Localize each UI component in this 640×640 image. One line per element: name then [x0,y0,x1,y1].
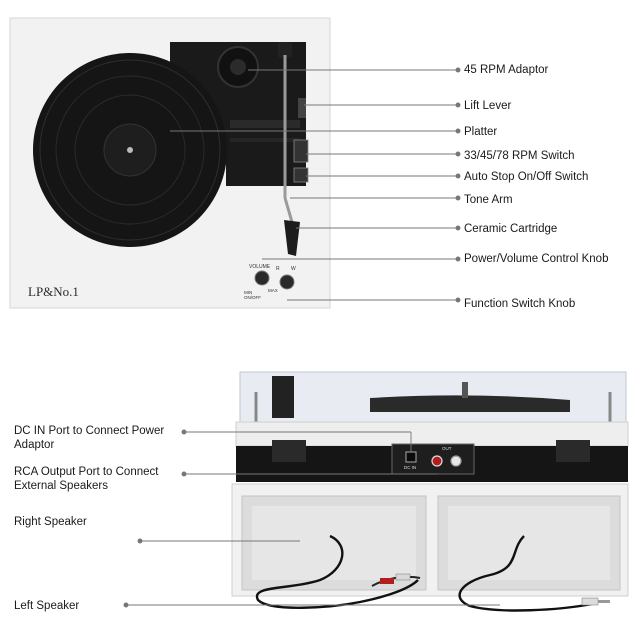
label-lift-lever: Lift Lever [464,100,512,112]
dc-in-mark: DC IN [404,465,416,470]
platter-side [370,395,570,412]
label-platter: Platter [464,126,498,138]
speaker-plug [581,597,599,606]
max-mark: MAX [268,288,278,293]
label-ceramic-cartridge: Ceramic Cartridge [464,223,558,235]
label-tone-arm: Tone Arm [464,194,513,206]
label-dc-in-port: DC IN Port to Connect Power Adaptor [14,425,165,451]
bottom-leader-lines [123,429,500,608]
rca-plug-white [395,573,411,581]
onoff-mark: ON/OFF [244,295,261,300]
top-leader-lines [170,67,461,303]
label-rca-output-port: RCA Output Port to Connect External Spea… [14,466,159,492]
label-auto-stop-switch: Auto Stop On/Off Switch [464,171,589,183]
left-speaker-cable [458,535,593,612]
label-right-speaker: Right Speaker [14,516,87,528]
function-left-mark: R [276,266,280,272]
dc-in-port [405,451,417,463]
label-45rpm-adaptor: 45 RPM Adaptor [464,64,549,76]
rear-view: DC IN OUT [231,371,629,612]
rca-red-port [431,455,443,467]
rca-white-port [450,455,462,467]
label-function-switch-knob: Function Switch Knob [464,298,576,310]
label-rpm-switch: 33/45/78 RPM Switch [464,150,575,162]
spindle [127,147,133,153]
right-speaker-cable [255,534,419,609]
function-switch-knob [279,274,295,290]
ceramic-cartridge [284,220,300,256]
brand-logo: LP&No.1 [28,284,79,299]
label-left-speaker: Left Speaker [14,600,80,612]
volume-mark: VOLUME [249,264,271,270]
function-right-mark: W [291,266,296,272]
auto-stop-switch [293,167,309,183]
rca-plug-red [380,578,394,584]
min-mark: MIN [244,290,252,295]
top-view: VOLUME MIN ON/OFF MAX R W LP&No.1 [9,17,331,309]
lift-lever [298,98,306,118]
out-mark: OUT [442,446,452,451]
power-volume-knob [254,270,270,286]
tonearm-counterweight [278,42,292,58]
label-power-volume-knob: Power/Volume Control Knob [464,253,609,265]
rpm-switch [293,139,309,163]
